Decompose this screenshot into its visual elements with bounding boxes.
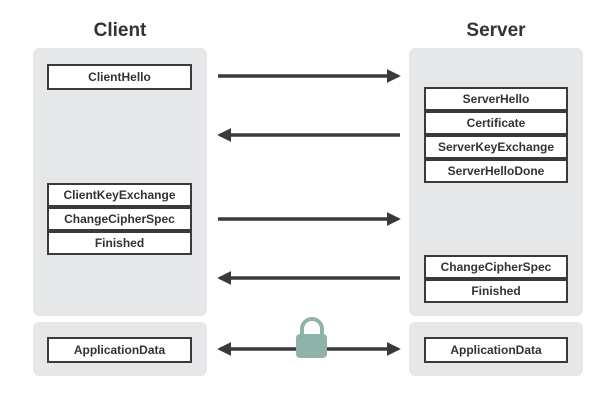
client-change-cipher-spec-message: ChangeCipherSpec xyxy=(47,207,192,231)
client-key-exchange-message: ClientKeyExchange xyxy=(47,183,192,207)
server-hello-done-message: ServerHelloDone xyxy=(424,159,568,183)
client-application-data-message: ApplicationData xyxy=(47,337,192,363)
client-column-title: Client xyxy=(93,20,147,41)
server-hello-group: ServerHello Certificate ServerKeyExchang… xyxy=(424,87,568,183)
client-finished-message: Finished xyxy=(47,231,192,255)
server-hello-message: ServerHello xyxy=(424,87,568,111)
lock-icon xyxy=(296,317,327,358)
client-key-exchange-group: ClientKeyExchange ChangeCipherSpec Finis… xyxy=(47,183,192,255)
server-application-data-message: ApplicationData xyxy=(424,337,568,363)
server-change-cipher-spec-message: ChangeCipherSpec xyxy=(424,255,568,279)
server-finish-group: ChangeCipherSpec Finished xyxy=(424,255,568,303)
server-key-exchange-message: ServerKeyExchange xyxy=(424,135,568,159)
server-finished-message: Finished xyxy=(424,279,568,303)
client-handshake-panel xyxy=(33,48,207,316)
certificate-message: Certificate xyxy=(424,111,568,135)
client-hello-message: ClientHello xyxy=(47,64,192,90)
server-column-title: Server xyxy=(466,20,526,41)
